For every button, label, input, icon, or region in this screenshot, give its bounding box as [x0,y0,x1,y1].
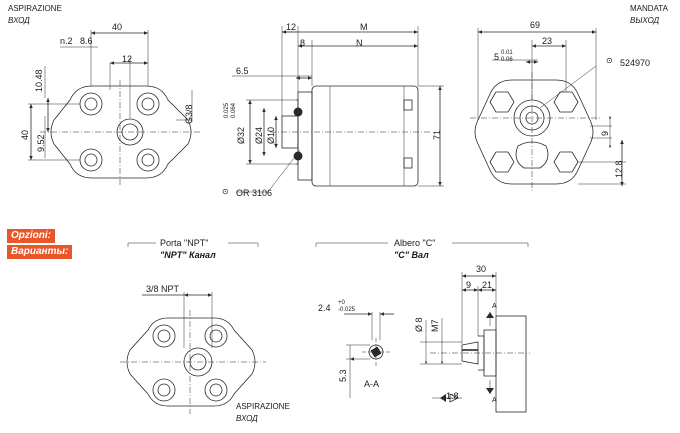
header-suction-ru: ВХОД [8,16,30,25]
shaft-section-mark-a2: A [492,397,497,404]
npt-hole-tr-outer [204,324,228,348]
front-hole-tl [84,97,98,111]
rear-seal-symbol: ⊙ [606,56,613,65]
shaft-dim-9: 9 [466,280,472,290]
side-dim-71: 71 [432,129,442,140]
npt-suction-ru: ВХОД [236,414,258,423]
side-dim-8: 8 [300,38,306,48]
shaft-key-tol-bot: -0.025 [338,307,356,313]
options-badge-ru: Варианты: [7,245,73,259]
rear-part-number: 524970 [620,58,651,68]
side-dim-d24: Ø24 [254,126,264,144]
header-delivery-ru: ВЫХОД [630,16,660,25]
front-hole-tr-outer [136,92,160,116]
shaft-title-it: Albero "C" [394,238,436,248]
npt-hole-tl [157,329,171,343]
rear-nut-bl [489,151,515,173]
shaft-section-mark-a1: A [492,303,497,310]
side-plug-top [403,99,413,111]
front-hole-tl-outer [79,92,103,116]
npt-view [120,242,266,414]
rear-nut-br [553,151,579,173]
rear-nut-tr [553,91,579,113]
header-suction-it: ASPIRAZIONE [8,4,62,13]
side-oring-bot [293,151,303,161]
npt-hole-br [209,383,223,397]
front-dim-holes: n.2 [60,36,73,46]
rear-view [470,28,626,192]
shaft-view [315,242,530,413]
front-dim-40-v: 40 [20,129,30,140]
front-dim-9-52: 9.52 [36,134,46,152]
shaft-key-tol-top: +0 [338,300,345,306]
side-dim-12: 12 [286,22,297,32]
side-flange [297,91,313,181]
npt-thread: 3/8 NPT [146,284,180,294]
shaft-dim-5-3: 5.3 [338,369,348,382]
rear-dim-69: 69 [530,20,541,30]
side-view [232,26,444,193]
front-hole-bl-outer [79,148,103,172]
side-dim-d10: Ø10 [266,126,276,144]
rear-dim-9: 9 [600,130,610,136]
front-dim-10-48: 10.48 [34,69,44,92]
rear-tol-top: 0.01 [501,50,513,56]
shaft-section-aa: A-A [364,379,380,389]
side-tol-bot: 0.064 [231,102,237,118]
shaft-title-ru: "C" Вал [394,250,429,260]
front-hole-tr [141,97,155,111]
side-plug-bot [403,157,413,169]
front-view [28,30,200,186]
side-dim-m: M [360,22,368,32]
shaft-dim-30: 30 [476,264,487,274]
header-delivery-it: MANDATA [630,4,668,13]
rear-nut-tl [489,91,515,113]
side-dim-6-5: 6.5 [236,66,249,76]
npt-hole-br-outer [204,378,228,402]
rear-dim-5: 5 [494,52,500,62]
side-oring-top [293,107,303,117]
npt-hole-bl-outer [152,378,176,402]
side-oring-code: OR 3106 [236,188,273,198]
front-dim-40: 40 [112,22,123,32]
front-hole-bl [84,153,98,167]
side-oring-symbol: ⊙ [222,187,229,196]
front-dim-8-6: 8.6 [80,36,93,46]
npt-suction-it: ASPIRAZIONE [236,402,290,411]
shaft-key-width: 2.4 [318,303,331,313]
shaft-taper: 1:8 [446,391,459,401]
front-hole-br-outer [136,148,160,172]
npt-hole-tr [209,329,223,343]
shaft-dim-m7: M7 [430,319,440,332]
options-badge-it: Opzioni: [7,229,55,243]
side-body [311,85,419,187]
shaft-flange [495,315,527,413]
shaft-pilot [478,335,485,371]
npt-title-ru: "NPT" Канал [160,250,216,260]
npt-hole-bl [157,383,171,397]
npt-flange-outline [126,317,256,407]
npt-hole-tl-outer [152,324,176,348]
shaft-taper [461,341,479,365]
front-port-g38: G3/8 [184,104,194,124]
side-dim-n: N [356,38,363,48]
shaft-dim-d8: Ø 8 [414,317,424,332]
front-dim-12: 12 [122,54,133,64]
rear-tol-bot: 0.06 [501,57,513,63]
npt-title-it: Porta "NPT" [160,238,209,248]
shaft-dim-21: 21 [482,280,493,290]
rear-dim-23: 23 [542,36,553,46]
front-flange-outline [50,85,192,179]
rear-port [515,141,549,169]
rear-dim-12-8: 12.8 [614,160,624,178]
front-hole-br [141,153,155,167]
side-dim-d32: Ø32 [236,126,246,144]
